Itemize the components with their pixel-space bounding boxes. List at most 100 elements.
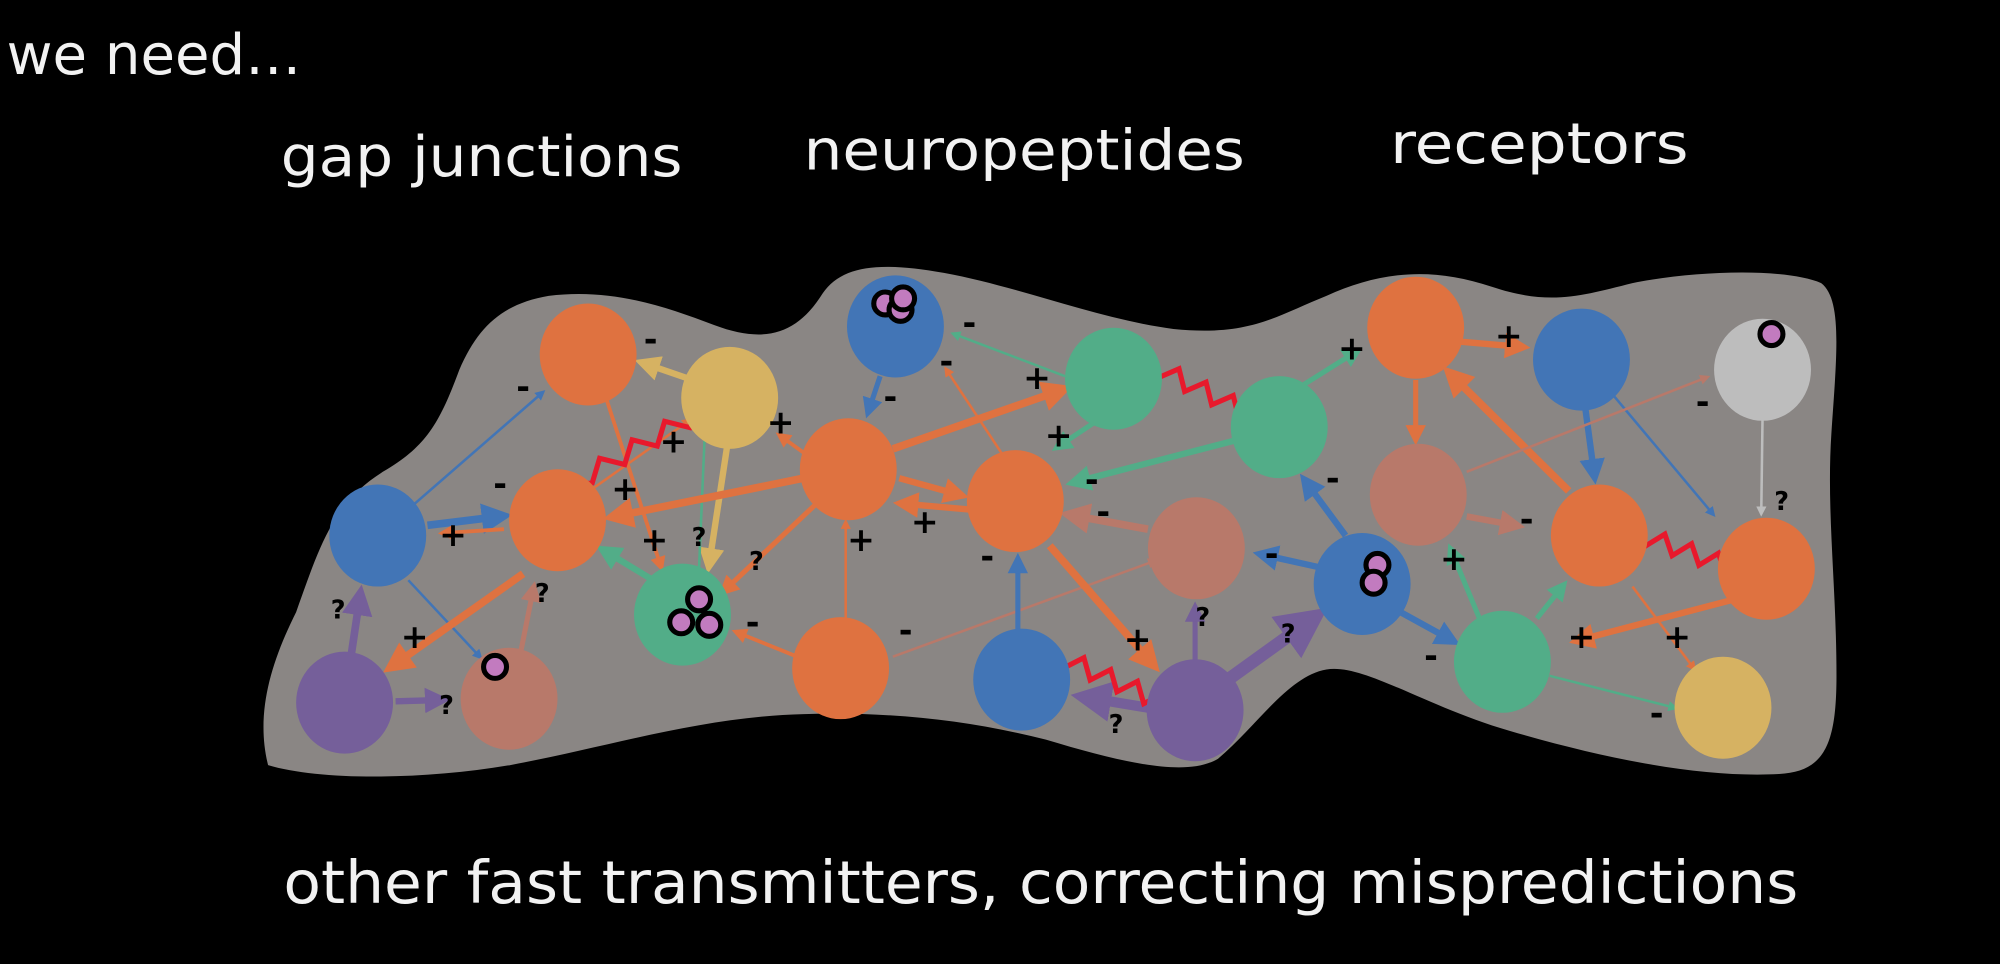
sign-minus: - <box>883 377 897 416</box>
sign-plus: + <box>847 520 875 559</box>
synapse-arrow <box>1059 503 1149 534</box>
sign-question: ? <box>1774 487 1789 517</box>
gap-junction-icon <box>1051 652 1166 708</box>
sign-minus: - <box>746 603 760 642</box>
neuron-orange <box>966 450 1064 553</box>
synapse-arrow <box>1220 607 1328 688</box>
vesicle-icon <box>889 284 918 313</box>
slide-heading: we need… <box>7 23 302 88</box>
synapse-arrow <box>1070 681 1149 722</box>
synapse-arrow <box>718 501 819 596</box>
sign-plus: + <box>1568 617 1596 656</box>
synapse-arrow <box>731 628 798 659</box>
synapse-arrow <box>395 687 451 714</box>
sign-plus: + <box>911 502 939 541</box>
synapse-arrow <box>407 579 483 660</box>
sign-minus: - <box>1096 492 1110 531</box>
synapse-arrow <box>342 584 373 658</box>
sign-question: ? <box>535 579 550 609</box>
vesicle-icon <box>695 610 724 639</box>
sign-plus: + <box>401 617 429 656</box>
sign-question: ? <box>331 595 346 625</box>
neuron-blue <box>846 275 944 378</box>
sign-minus: - <box>1424 636 1438 675</box>
sign-minus: - <box>493 464 507 503</box>
sign-plus: + <box>1338 329 1366 368</box>
neuron-green <box>1453 610 1551 713</box>
synapse-arrow <box>634 356 690 382</box>
sign-plus: + <box>767 403 795 442</box>
synapse-arrow <box>892 492 977 518</box>
synapse-arrow <box>604 397 666 572</box>
neuron-yellow <box>1674 656 1772 759</box>
sign-question: ? <box>749 547 764 577</box>
vesicle-icon <box>1359 568 1388 597</box>
sign-minus: - <box>1696 382 1710 421</box>
neuron-salmon <box>1147 497 1245 600</box>
vesicle-icon <box>1757 320 1786 349</box>
neuron-salmon <box>460 647 558 750</box>
sign-minus: - <box>1650 693 1664 732</box>
synapse-arrow <box>775 432 805 455</box>
sign-question: ? <box>1281 620 1296 650</box>
neuron-gray <box>1714 318 1811 421</box>
sign-plus: + <box>1045 415 1073 454</box>
sign-minus: - <box>644 320 658 359</box>
topic-neuropeptides: neuropeptides <box>804 119 1245 184</box>
gap-junction-icon <box>571 402 700 488</box>
synapse-arrow <box>1612 394 1716 518</box>
synapse-arrow <box>1549 674 1679 712</box>
slide-footer: other fast transmitters, correcting misp… <box>283 849 1798 917</box>
neuron-orange <box>1717 517 1815 620</box>
sign-minus: - <box>899 610 913 649</box>
sign-minus: - <box>1326 459 1340 498</box>
synapse-signs: ---++???++++??-+----++--+-+???--++-?-+-+… <box>331 303 1789 740</box>
sign-question: ? <box>692 523 707 553</box>
sign-minus: - <box>963 303 977 342</box>
synapse-arrow <box>595 545 655 583</box>
sign-plus: + <box>1663 617 1691 656</box>
sign-plus: + <box>641 520 669 559</box>
synapse-arrow <box>579 418 693 499</box>
sign-question: ? <box>1109 710 1124 740</box>
neuron-orange <box>799 418 897 521</box>
sign-plus: + <box>611 469 639 508</box>
synapse-arrow <box>950 331 1066 378</box>
synapse-arrow <box>1631 585 1697 672</box>
sign-question: ? <box>439 691 454 721</box>
synapse-arrow <box>944 366 1003 454</box>
synapse-arrow <box>698 445 731 574</box>
synapse-arrow <box>1046 543 1160 673</box>
neuron-yellow <box>681 346 779 449</box>
sign-plus: + <box>660 422 688 461</box>
neuron-orange <box>539 303 637 406</box>
synapse-arrow <box>1460 332 1531 359</box>
sign-minus: - <box>940 341 954 380</box>
neuron-orange <box>792 617 890 720</box>
sign-plus: + <box>1495 316 1523 355</box>
synapse-arrow <box>1756 418 1767 517</box>
neuron-purple <box>1146 659 1244 762</box>
synapse-arrow <box>1051 418 1099 451</box>
topic-gap-junctions: gap junctions <box>281 125 683 190</box>
vesicle-icon <box>481 652 510 681</box>
synapse-arrow <box>1466 510 1526 536</box>
synapse-arrow <box>1065 436 1238 491</box>
synapse-arrow <box>1299 473 1349 538</box>
neuron-orange <box>1367 276 1465 379</box>
synapse-edges <box>342 331 1767 722</box>
sign-minus: - <box>1265 534 1279 573</box>
neuron-blue <box>329 484 427 587</box>
sign-minus: - <box>1520 499 1534 538</box>
neuron-purple <box>296 651 394 754</box>
synapse-arrow <box>1398 609 1461 646</box>
neuron-green <box>1230 376 1328 479</box>
sign-minus: - <box>980 536 994 575</box>
sign-minus: - <box>1085 460 1099 499</box>
synapse-arrow <box>437 524 505 541</box>
synapse-arrow <box>383 570 526 673</box>
sign-plus: + <box>1124 619 1152 658</box>
synapse-arrow <box>1446 543 1482 620</box>
neuron-green <box>1065 327 1162 430</box>
